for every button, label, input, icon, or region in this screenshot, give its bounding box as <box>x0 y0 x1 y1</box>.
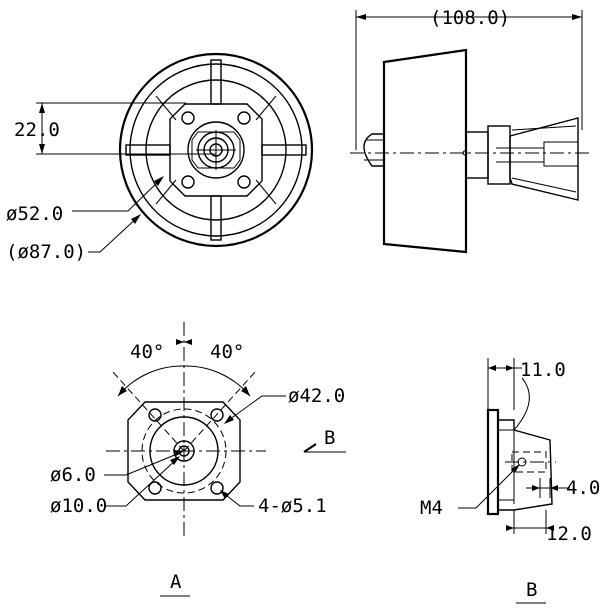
hub-outer <box>187 121 245 179</box>
bolt-circle <box>141 408 227 494</box>
view-label-a: A <box>170 571 182 593</box>
dim-length: (108.0) <box>430 7 510 29</box>
mount-hole <box>237 175 251 189</box>
side-view: (108.0) <box>350 7 590 254</box>
view-a: 40° 40° ø42.0 ø6.0 ø10.0 4-ø5.1 <box>50 322 346 597</box>
angle-left: 40° <box>130 341 164 363</box>
view-b: 11.0 M4 4.0 12.0 B <box>420 358 600 604</box>
view-label-b: B <box>526 579 537 601</box>
section-marker-b: B <box>324 427 335 449</box>
spoke-right <box>261 144 307 156</box>
dim-shaft: ø6.0 <box>50 464 96 486</box>
mount-hole <box>181 111 195 125</box>
dim-bolt-circle: ø42.0 <box>288 385 345 407</box>
dim-inner-dia: ø52.0 <box>6 203 63 225</box>
dim-thread: M4 <box>420 497 443 519</box>
spoke-bottom <box>210 195 222 241</box>
mount-hole <box>210 408 224 422</box>
dim-holes: 4-ø5.1 <box>258 495 327 517</box>
mount-hole <box>148 408 162 422</box>
mount-hole <box>237 111 251 125</box>
motor-body <box>487 125 511 185</box>
mount-hole <box>148 481 162 495</box>
outer-rim-inner <box>129 63 303 237</box>
spoke-left <box>125 144 171 156</box>
dim-height-22: 22.0 <box>14 119 60 141</box>
bracket <box>497 419 553 511</box>
motor-front <box>465 131 489 179</box>
mount-bracket <box>509 117 579 201</box>
dim-top-11: 11.0 <box>520 359 566 381</box>
spinner <box>363 133 384 167</box>
dim-bottom-12: 12.0 <box>546 523 592 545</box>
spoke-top <box>210 59 222 105</box>
dim-outer-dia: (ø87.0) <box>6 241 86 263</box>
front-view: 22.0 ø52.0 (ø87.0) <box>6 52 314 263</box>
inner-ring <box>145 79 287 221</box>
hub-circle <box>173 440 195 462</box>
outer-rim-outer <box>118 52 314 248</box>
dim-right-4: 4.0 <box>566 477 600 499</box>
angle-right: 40° <box>210 341 244 363</box>
mount-hole <box>181 175 195 189</box>
mount-hole <box>210 481 224 495</box>
mount-plate <box>169 103 263 197</box>
flange-circle <box>149 416 219 486</box>
flange-plate <box>486 408 500 516</box>
dim-hub: ø10.0 <box>50 495 107 517</box>
threaded-hole <box>511 451 547 473</box>
flange <box>127 401 241 501</box>
duct-body <box>382 48 468 254</box>
